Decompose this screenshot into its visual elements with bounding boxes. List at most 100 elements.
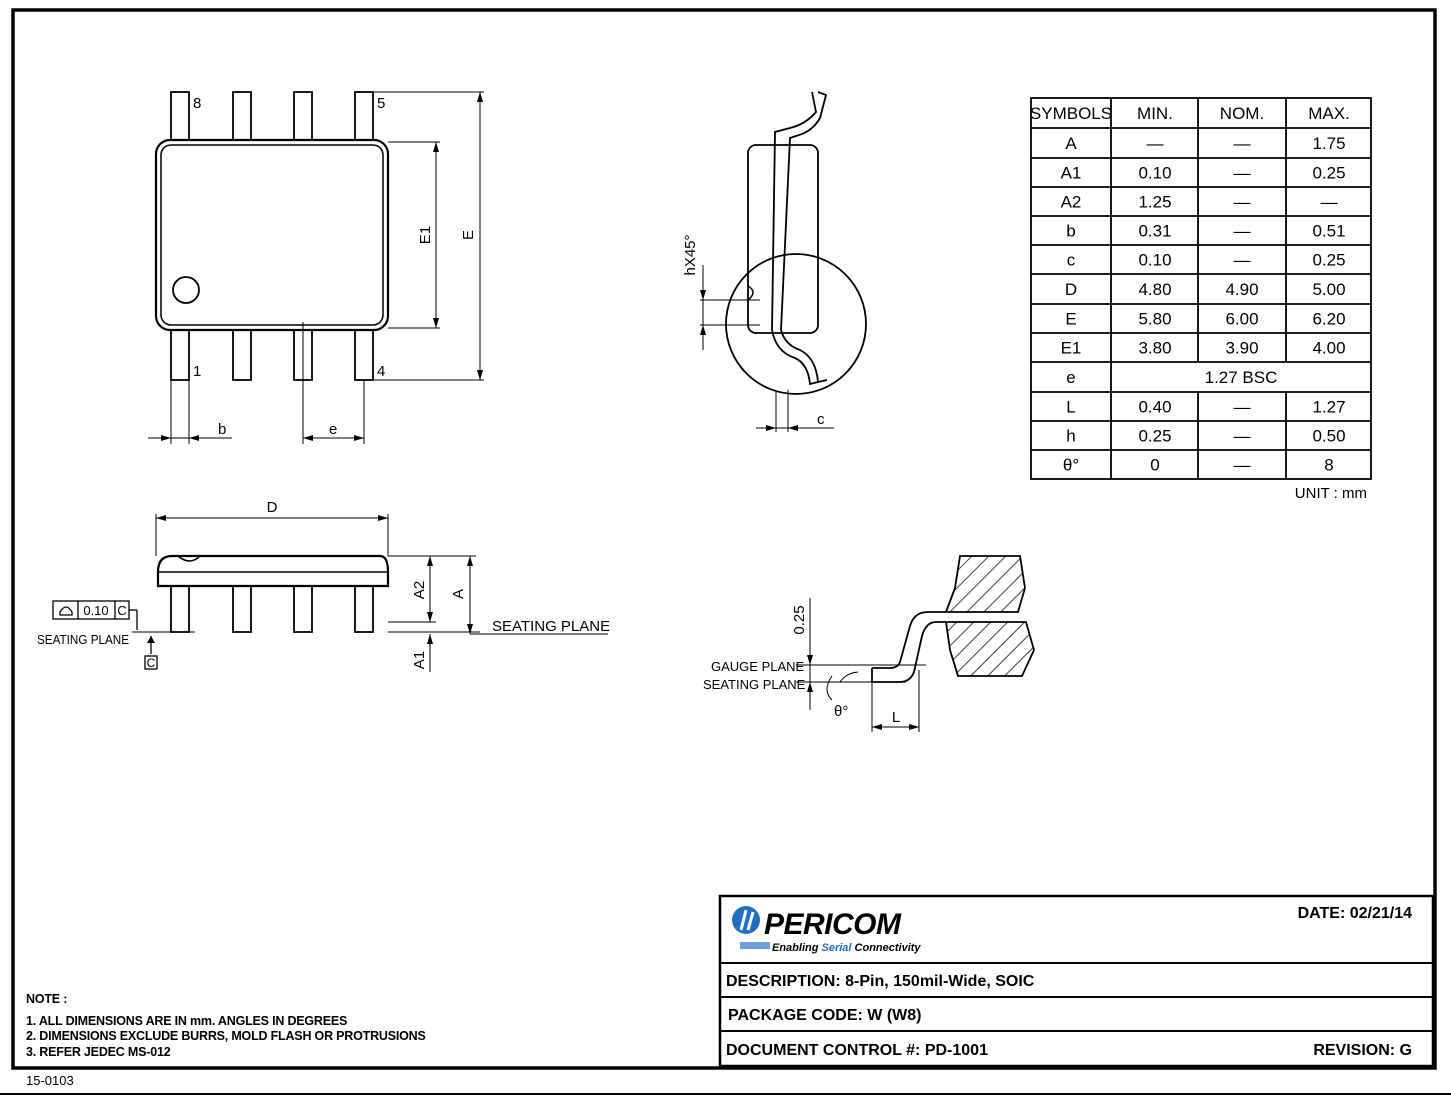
- table-cell: A1: [1061, 164, 1082, 183]
- notes-title: NOTE :: [26, 992, 68, 1006]
- dim-A-label: A: [450, 589, 467, 599]
- table-cell: 1.27 BSC: [1205, 368, 1278, 387]
- tagline-c: Connectivity: [851, 942, 921, 954]
- table-cell: E: [1065, 310, 1076, 329]
- date-label: DATE: 02/21/14: [1298, 905, 1413, 922]
- table-cell: —: [1234, 193, 1251, 212]
- table-cell: 3.80: [1138, 339, 1171, 358]
- table-cell: A: [1065, 134, 1077, 153]
- table-cell: 6.20: [1312, 310, 1345, 329]
- notes-block: NOTE : 1. ALL DIMENSIONS ARE IN mm. ANGL…: [26, 992, 426, 1060]
- description-label: DESCRIPTION: 8-Pin, 150mil-Wide, SOIC: [726, 973, 1035, 990]
- seating-plane-right: SEATING PLANE: [492, 618, 610, 635]
- dim-L-label: L: [892, 709, 900, 726]
- table-cell: L: [1066, 398, 1075, 417]
- table-cell: 5.80: [1138, 310, 1171, 329]
- dim-E-label: E: [460, 230, 477, 240]
- table-cell: 0.10: [1138, 164, 1171, 183]
- seating-plane-left: SEATING PLANE: [37, 632, 129, 647]
- table-cell: —: [1147, 134, 1164, 153]
- table-cell: —: [1234, 251, 1251, 270]
- doc-number: 15-0103: [26, 1073, 74, 1088]
- table-cell: 1.27: [1312, 398, 1345, 417]
- pin-5-label: 5: [377, 95, 385, 112]
- table-cell: 4.90: [1225, 280, 1258, 299]
- table-header-cell: MAX.: [1308, 104, 1350, 123]
- table-cell: —: [1234, 164, 1251, 183]
- table-cell: 0.51: [1312, 222, 1345, 241]
- end-view: [700, 91, 867, 432]
- table-header-cell: MIN.: [1137, 104, 1173, 123]
- table-cell: E1: [1061, 339, 1082, 358]
- note-2: 2. DIMENSIONS EXCLUDE BURRS, MOLD FLASH …: [26, 1029, 426, 1043]
- table-cell: D: [1065, 280, 1077, 299]
- table-cell: 0.25: [1312, 251, 1345, 270]
- svg-text:Enabling Serial Connectivity: Enabling Serial Connectivity: [772, 942, 921, 954]
- note-1: 1. ALL DIMENSIONS ARE IN mm. ANGLES IN D…: [26, 1013, 348, 1028]
- table-cell: 4.00: [1312, 339, 1345, 358]
- table-header-cell: SYMBOLS: [1030, 104, 1112, 123]
- table-cell: 0.25: [1312, 164, 1345, 183]
- top-view: [148, 91, 484, 444]
- table-cell: b: [1066, 222, 1075, 241]
- table-cell: 8: [1324, 456, 1333, 475]
- sheet-border: [11, 8, 1437, 1070]
- dim-A2-label: A2: [411, 581, 428, 599]
- table-cell: 3.90: [1225, 339, 1258, 358]
- table-cell: θ°: [1063, 456, 1079, 475]
- table-cell: h: [1066, 427, 1075, 446]
- revision-label: REVISION: G: [1313, 1042, 1412, 1059]
- unit-label: UNIT : mm: [1295, 485, 1367, 502]
- theta-label: θ°: [834, 703, 848, 720]
- table-cell: —: [1321, 193, 1338, 212]
- pericom-logo: PERICOM Enabling Serial Connectivity: [732, 906, 921, 954]
- table-cell: —: [1234, 398, 1251, 417]
- table-cell: 0.31: [1138, 222, 1171, 241]
- table-cell: —: [1234, 134, 1251, 153]
- table-cell: e: [1066, 368, 1075, 387]
- gauge-detail: [796, 555, 1035, 732]
- table-cell: 0.40: [1138, 398, 1171, 417]
- tagline-b: Serial: [822, 942, 853, 954]
- table-cell: 5.00: [1312, 280, 1345, 299]
- table-cell: 0.10: [1138, 251, 1171, 270]
- table-cell: —: [1234, 456, 1251, 475]
- datum-c-label: C: [147, 656, 156, 670]
- table-cell: 0.25: [1138, 427, 1171, 446]
- table-cell: 0.50: [1312, 427, 1345, 446]
- table-cell: 4.80: [1138, 280, 1171, 299]
- dim-b-label: b: [218, 421, 226, 438]
- table-cell: 1.75: [1312, 134, 1345, 153]
- dim-e-label: e: [329, 421, 337, 438]
- dim-E1-label: E1: [417, 226, 434, 244]
- seating-plane-gauge-label: SEATING PLANE: [703, 677, 806, 692]
- table-cell: A2: [1061, 193, 1082, 212]
- table-cell: 0: [1150, 456, 1159, 475]
- package-code-label: PACKAGE CODE: W (W8): [728, 1007, 921, 1024]
- table-cell: c: [1067, 251, 1076, 270]
- table-cell: —: [1234, 427, 1251, 446]
- document-control-label: DOCUMENT CONTROL #: PD-1001: [726, 1042, 988, 1059]
- dim-c-label: c: [817, 411, 825, 428]
- pin-4-label: 4: [377, 363, 385, 380]
- dim-D-label: D: [267, 499, 278, 516]
- tolerance-datum: C: [117, 603, 126, 618]
- table-cell: 6.00: [1225, 310, 1258, 329]
- dim-A1-label: A1: [411, 651, 428, 669]
- brand-name: PERICOM: [764, 908, 902, 941]
- table-header-cell: NOM.: [1220, 104, 1264, 123]
- front-view: [52, 514, 608, 672]
- gauge-plane-label: GAUGE PLANE: [711, 659, 805, 674]
- pin-8-label: 8: [193, 95, 201, 112]
- tagline-a: Enabling: [772, 942, 822, 954]
- table-cell: —: [1234, 222, 1251, 241]
- title-block: [718, 894, 1435, 1068]
- pin-1-label: 1: [193, 363, 201, 380]
- gauge-value-label: 0.25: [791, 605, 808, 634]
- dim-hx45-label: hX45°: [682, 234, 699, 275]
- tolerance-value: 0.10: [83, 603, 108, 618]
- table-cell: 1.25: [1138, 193, 1171, 212]
- note-3: 3. REFER JEDEC MS-012: [26, 1044, 171, 1059]
